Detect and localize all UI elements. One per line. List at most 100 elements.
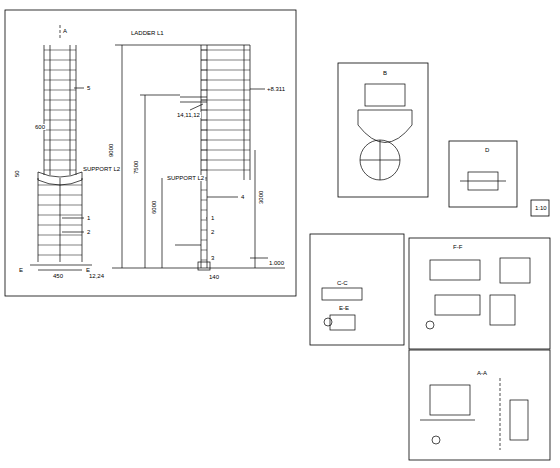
dimension-label: A-A [476,370,488,376]
callout-number: 4 [240,194,245,200]
dimension-label: 1:10 [534,205,548,211]
cage-hoop [201,80,250,81]
dimension-label: LADDER L1 [130,30,165,36]
dimension-label: SUPPORT L2 [166,175,205,181]
ladder-rung [201,190,207,191]
cage-hoop [44,120,76,121]
dimension-label: +8.311 [266,86,286,92]
dimension-label: 450 [52,273,64,279]
ladder-rung [201,230,207,231]
callout-number: E [18,267,24,273]
cage-hoop [44,50,76,51]
detail-frame [409,238,550,349]
ladder-rung [201,70,207,71]
dimension-label: 600 [34,124,46,130]
callout-number: A [62,28,68,34]
cage-hoop [201,150,250,151]
cage-hoop [44,130,76,131]
cage-hoop [201,100,250,101]
cage-hoop [44,110,76,111]
dimension-label: 6000 [151,200,157,215]
ladder-rung [38,185,82,186]
dimension-label: C-C [336,280,349,286]
cage-hoop [44,100,76,101]
ladder-rung [201,150,207,151]
side-view [112,45,285,270]
rungs-and-hoops [38,50,250,260]
ladder-rung [201,250,207,251]
callout-number: 2 [210,229,215,235]
detail-frame [449,141,517,207]
detail-frame [310,234,404,345]
dimension-label: E-E [338,305,350,311]
ladder-rung [201,120,207,121]
dimension-label: 140 [208,274,220,280]
ladder-rung [38,255,82,256]
callout-number: 3 [210,255,215,261]
cage-hoop [44,90,76,91]
dimension-label: 14,11,12 [176,112,201,118]
cage-hoop [201,140,250,141]
cage-hoop [44,70,76,71]
detail-views [322,84,544,450]
ladder-rung [201,80,207,81]
cage-hoop [44,160,76,161]
callout-number: 2 [86,229,91,235]
callout-number: D [484,147,490,153]
callout-number: 1 [86,215,91,221]
ladder-rung [201,100,207,101]
ladder-rung [38,205,82,206]
ladder-rung [38,245,82,246]
ladder-rung [38,235,82,236]
cage-hoop [44,150,76,151]
ladder-rung [201,110,207,111]
ladder-rung [201,130,207,131]
cage-hoop [201,170,250,171]
cage-hoop [44,60,76,61]
dimension-label: 1.000 [268,260,285,266]
ladder-rung [201,50,207,51]
ladder-rung [201,170,207,171]
callout-number: 1 [210,215,215,221]
cage-hoop [201,160,250,161]
detail-frame [338,63,428,197]
ladder-rung [201,160,207,161]
dimension-label: 7500 [133,160,139,175]
ladder-rung [201,200,207,201]
ladder-rung [201,240,207,241]
scale-box [531,200,549,216]
dimension-label: F-F [452,244,463,250]
callout-number: B [382,70,388,76]
cage-hoop [201,120,250,121]
cage-hoop [201,60,250,61]
ladder-rung [201,220,207,221]
dimension-label: SUPPORT L2 [82,166,121,172]
detail-frame [409,350,550,460]
ladder-rung [38,215,82,216]
cage-hoop [44,140,76,141]
cage-hoop [201,50,250,51]
front-view [30,25,92,270]
ladder-rung [38,225,82,226]
dimension-label: 9000 [108,143,114,158]
cage-hoop [201,130,250,131]
ladder-rung [201,60,207,61]
ladder-rung [38,195,82,196]
cage-hoop [201,110,250,111]
cage-hoop [201,70,250,71]
ladder-rung [201,140,207,141]
main-frame [5,10,296,296]
cage-hoop [44,170,76,171]
dimension-label: 12,24 [88,273,105,279]
callout-number: 5 [86,85,91,91]
dimension-label: 3000 [258,190,264,205]
cage-hoop [201,90,250,91]
ladder-rung [201,90,207,91]
sheet-frames [5,10,550,460]
dimension-label: 50 [14,169,20,178]
cage-hoop [44,80,76,81]
ladder-rung [201,260,207,261]
